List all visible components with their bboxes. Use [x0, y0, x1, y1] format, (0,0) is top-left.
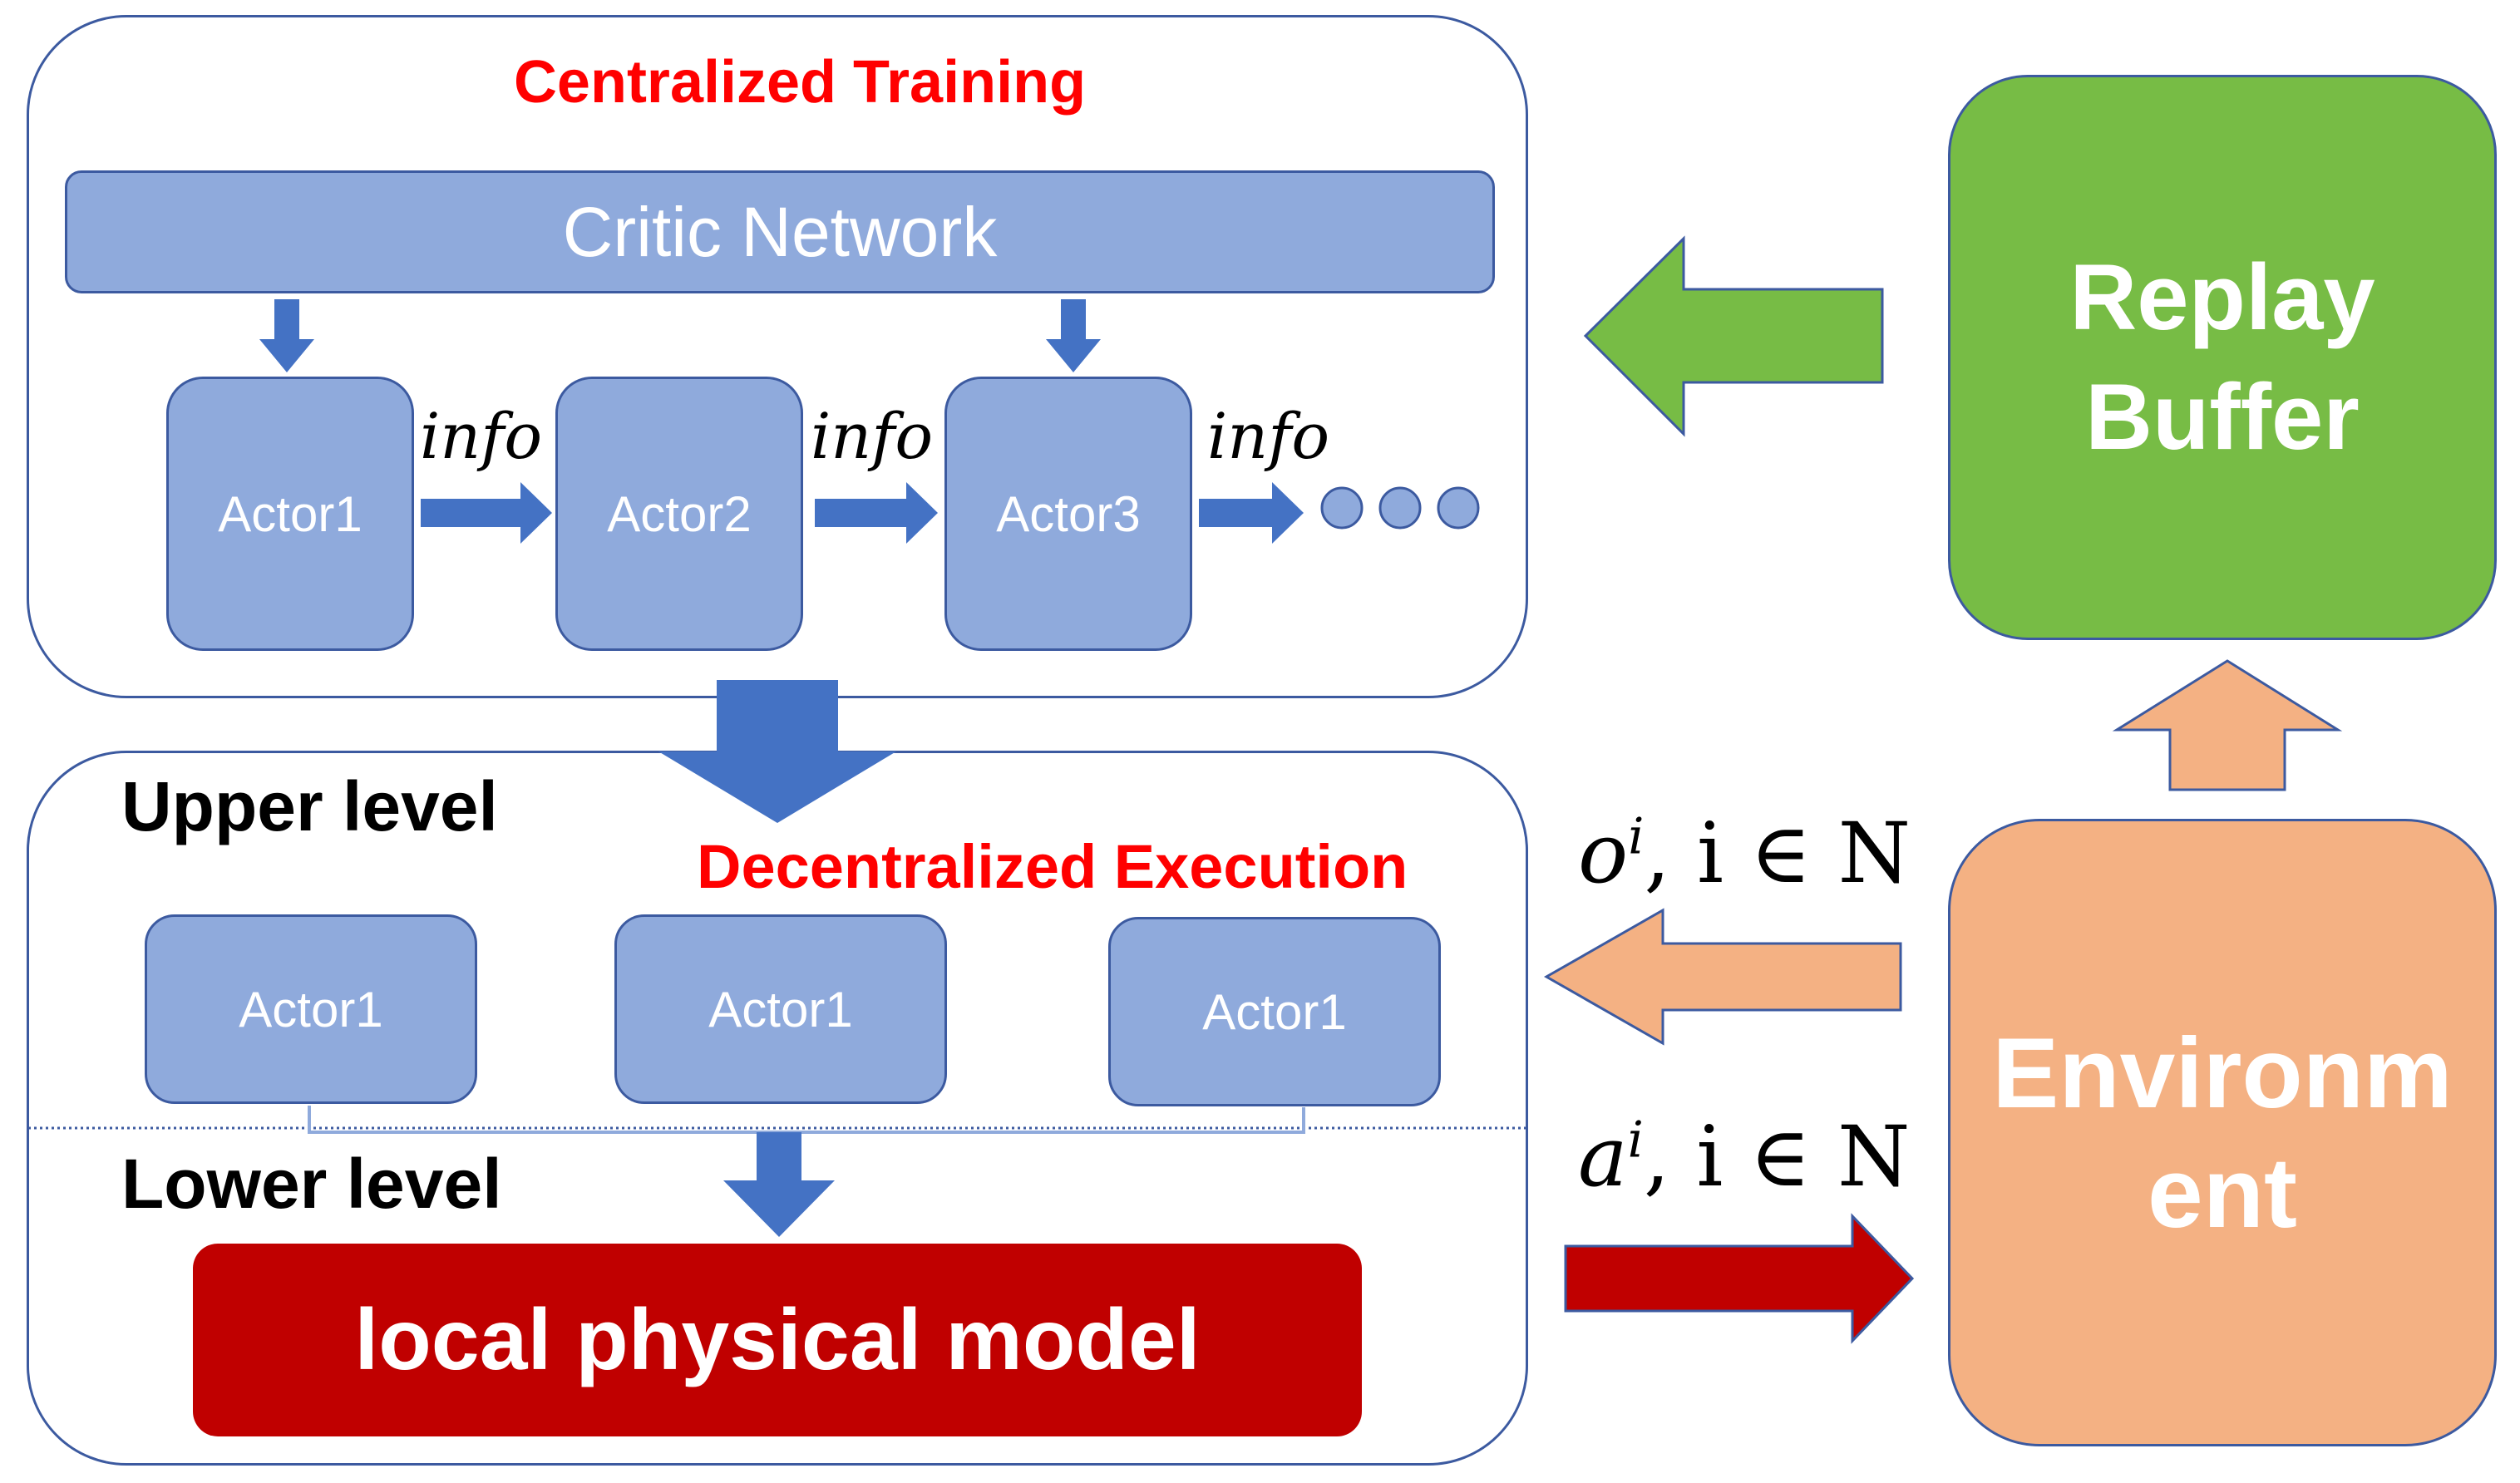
action-rest: , i ∈ N — [1643, 1108, 1911, 1205]
replay-buffer-line-1: Replay — [2069, 245, 2375, 349]
environment-box: Environm ent — [1948, 819, 2497, 1446]
info-label-1: info — [420, 399, 543, 473]
upper-level-label: Upper level — [121, 767, 498, 845]
critic-to-actor1-arrow — [259, 299, 314, 372]
action-sup: i — [1627, 1111, 1644, 1170]
training-actor-1-label: Actor1 — [218, 485, 362, 542]
ellipsis-dot-3 — [1437, 486, 1480, 530]
observation-arrow — [1543, 908, 1902, 1046]
critic-to-actor3-arrow — [1046, 299, 1101, 372]
ellipsis-dot-2 — [1378, 486, 1422, 530]
info-arrow-3 — [1199, 482, 1304, 544]
environment-to-replay-arrow — [2112, 659, 2343, 791]
training-actor-2: Actor2 — [555, 377, 803, 651]
action-var: a — [1578, 1108, 1628, 1205]
local-physical-model-box: local physical model — [193, 1244, 1362, 1436]
decentralized-execution-title: Decentralized Execution — [697, 832, 1408, 901]
training-actor-3-label: Actor3 — [996, 485, 1141, 542]
action-arrow — [1564, 1213, 1915, 1344]
training-actor-1: Actor1 — [166, 377, 414, 651]
training-actor-2-label: Actor2 — [607, 485, 752, 542]
critic-network-box: Critic Network — [65, 170, 1495, 293]
execution-actor-2: Actor1 — [614, 914, 947, 1104]
local-physical-model-label: local physical model — [354, 1291, 1201, 1388]
replay-buffer-box: Replay Buffer — [1948, 75, 2497, 640]
environment-line-1: Environm — [1992, 1017, 2453, 1129]
centralized-training-title: Centralized Training — [513, 49, 1087, 116]
info-arrow-2 — [815, 482, 938, 544]
info-arrow-1 — [421, 482, 552, 544]
execution-actor-3-label: Actor1 — [1202, 983, 1347, 1040]
info-label-2: info — [811, 399, 934, 473]
action-label: ai, i ∈ N — [1578, 1108, 1910, 1205]
observation-rest: , i ∈ N — [1644, 805, 1911, 902]
critic-network-label: Critic Network — [562, 192, 998, 271]
observation-label: oi, i ∈ N — [1578, 805, 1911, 902]
replay-buffer-line-2: Buffer — [2085, 365, 2360, 469]
execution-actors-bracket — [308, 1106, 1305, 1134]
training-to-execution-arrow — [658, 680, 896, 823]
execution-actor-1: Actor1 — [145, 914, 477, 1104]
info-label-3: info — [1207, 399, 1330, 473]
observation-var: o — [1578, 805, 1629, 902]
environment-line-2: ent — [2148, 1136, 2297, 1249]
replay-to-training-arrow — [1583, 235, 1884, 437]
lower-level-label: Lower level — [121, 1145, 502, 1223]
execution-actor-3: Actor1 — [1108, 917, 1441, 1106]
upper-to-lower-arrow — [723, 1132, 835, 1237]
execution-actor-2-label: Actor1 — [708, 981, 853, 1037]
execution-actor-1-label: Actor1 — [239, 981, 383, 1037]
ellipsis-dot-1 — [1320, 486, 1364, 530]
training-actor-3: Actor3 — [944, 377, 1192, 651]
observation-sup: i — [1628, 807, 1645, 866]
